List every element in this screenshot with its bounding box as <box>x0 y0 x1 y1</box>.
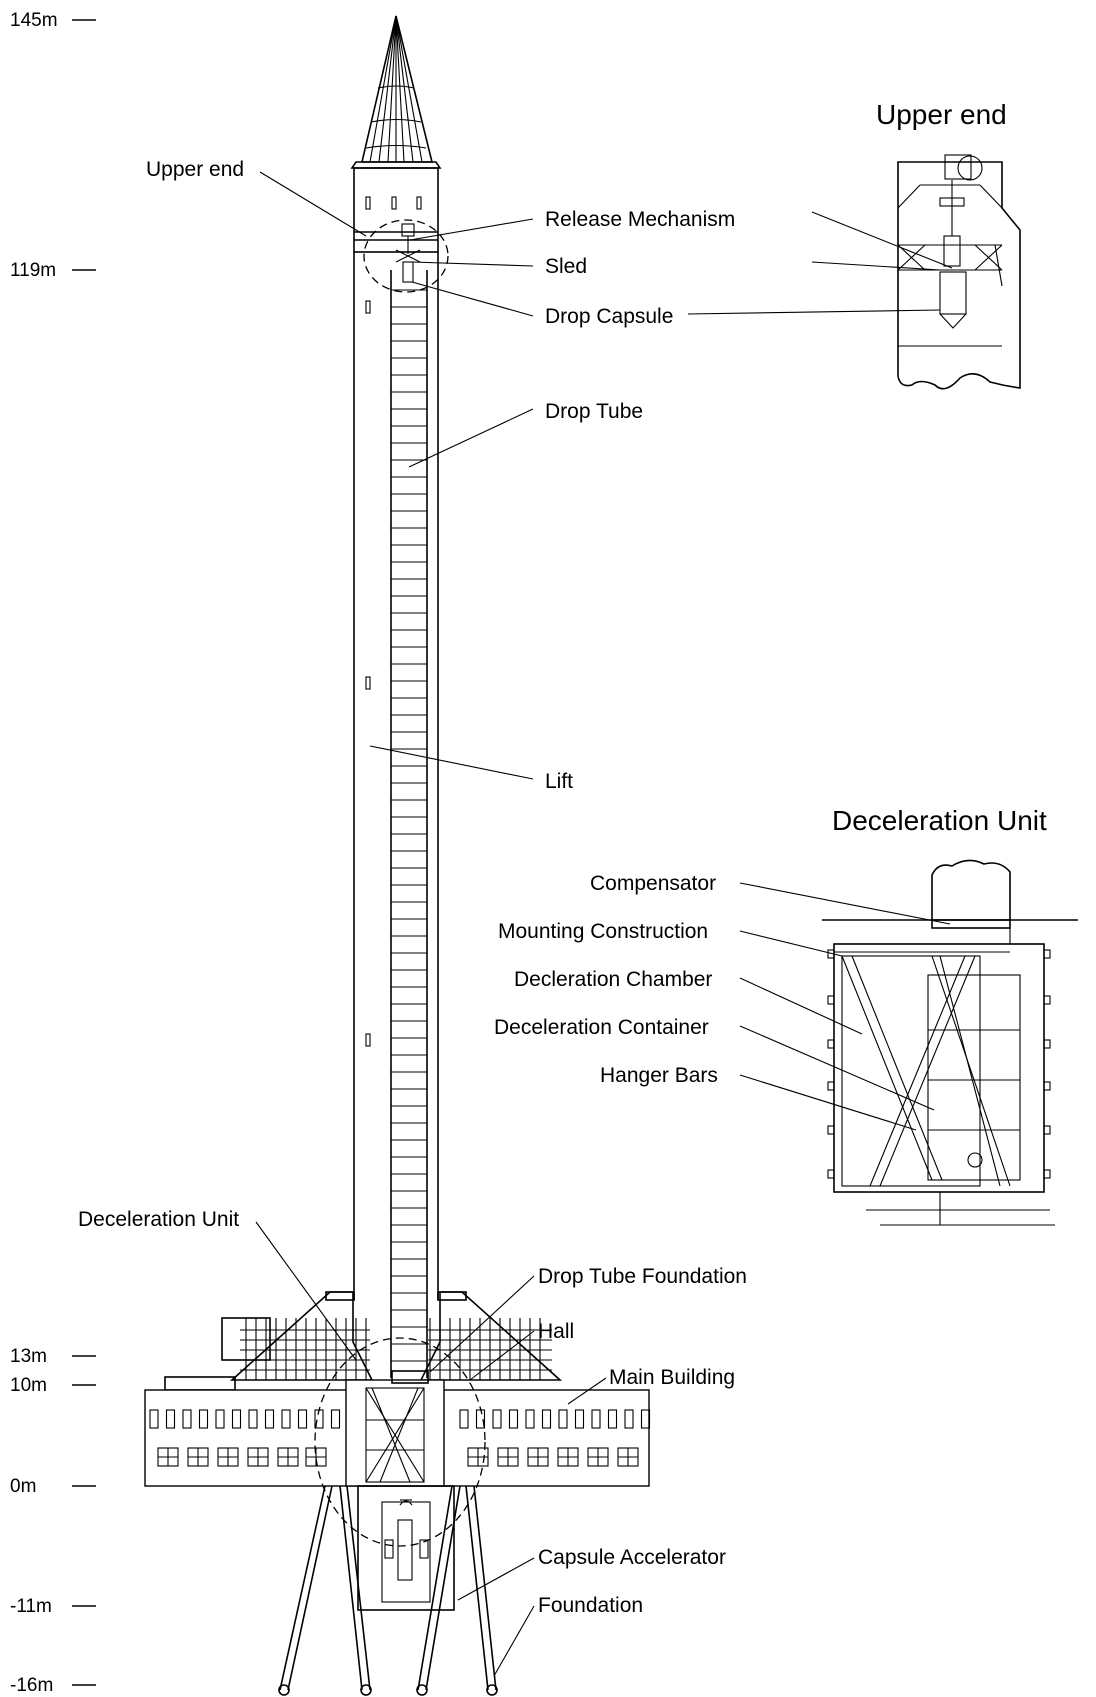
drop-tube-foundation-block <box>391 1370 429 1384</box>
label-capsule-accelerator: Capsule Accelerator <box>538 1546 726 1569</box>
label-upper-end: Upper end <box>146 158 244 181</box>
upper-window <box>215 1409 225 1429</box>
deceleration-inset-tube <box>931 859 1011 920</box>
upper-end-inset: Upper end <box>687 99 1021 390</box>
label-mounting-construction: Mounting Construction <box>498 920 708 943</box>
deceleration-unit-inset: Deceleration Unit Com <box>494 805 1078 1226</box>
main-building-upper-windows <box>149 1409 651 1429</box>
upper-window <box>231 1409 242 1429</box>
height-label-minus-11m: -11m <box>10 1596 52 1617</box>
tower-base-left <box>325 1291 355 1301</box>
main-building-lower-windows <box>157 1447 639 1467</box>
deceleration-unit-circle <box>314 1337 486 1547</box>
annex <box>164 1376 236 1391</box>
label-lift: Lift <box>545 770 573 793</box>
label-drop-tube-foundation: Drop Tube Foundation <box>538 1265 747 1288</box>
tower-cap <box>350 161 442 169</box>
chamber-lug <box>827 1081 835 1091</box>
tower-head <box>353 167 439 253</box>
accelerator-pit <box>357 1485 455 1611</box>
label-foundation: Foundation <box>538 1594 643 1617</box>
building <box>144 1291 651 1547</box>
hall-roof-hatching <box>240 1318 552 1380</box>
chamber-lug <box>1043 1081 1051 1091</box>
compensator-block <box>931 919 1011 929</box>
label-sled: Sled <box>545 255 587 278</box>
upper-window <box>640 1409 651 1429</box>
upper-window <box>508 1409 519 1429</box>
upper-window <box>297 1409 308 1429</box>
foundation-legs <box>279 1485 497 1691</box>
height-label-0m: 0m <box>10 1476 36 1497</box>
chamber-lug <box>1043 949 1051 959</box>
height-label-minus-16m: -16m <box>10 1675 53 1696</box>
upper-window <box>624 1409 634 1429</box>
decleration-chamber-large <box>833 943 1045 1193</box>
deceleration-inset-labels: Compensator Mounting Construction Decler… <box>494 872 951 1131</box>
chamber-lug <box>827 995 835 1005</box>
upper-end-inset-title: Upper end <box>876 99 1007 130</box>
drop-tube <box>390 270 428 1378</box>
upper-window <box>198 1409 209 1429</box>
label-compensator: Compensator <box>590 872 716 895</box>
label-hall: Hall <box>538 1320 574 1343</box>
label-main-building: Main Building <box>609 1366 735 1389</box>
upper-window <box>330 1409 341 1429</box>
deceleration-unit-inset-title: Deceleration Unit <box>832 805 1047 836</box>
chamber-lug <box>827 1125 835 1135</box>
upper-window <box>574 1409 585 1429</box>
upper-window <box>525 1409 535 1429</box>
height-label-119m: 119m <box>10 260 56 281</box>
hall-block <box>221 1317 271 1361</box>
upper-window <box>541 1409 552 1429</box>
main-labels: Upper end Release Mechanism Sled Drop Ca… <box>78 158 747 1677</box>
upper-window <box>182 1409 192 1429</box>
upper-window <box>558 1409 568 1429</box>
tower-base-right <box>437 1291 467 1301</box>
chamber-lug <box>827 1169 835 1179</box>
chamber-lug <box>1043 1125 1051 1135</box>
chamber-lug <box>1043 995 1051 1005</box>
upper-window <box>492 1409 502 1429</box>
label-release-mechanism: Release Mechanism <box>545 208 735 231</box>
capsule-accelerator <box>381 1499 431 1603</box>
underground <box>278 1485 498 1696</box>
deceleration-inset-lugs <box>827 949 1051 1179</box>
chamber-lug <box>1043 1039 1051 1049</box>
height-scale: 145m 119m 13m 10m 0m -11m -16m <box>10 10 96 1696</box>
drop-tube-rungs <box>391 289 427 1362</box>
upper-window <box>591 1409 601 1429</box>
upper-end-internals <box>687 154 1003 347</box>
upper-window <box>248 1409 258 1429</box>
height-label-10m: 10m <box>10 1375 47 1396</box>
upper-window <box>281 1409 291 1429</box>
chamber-lug <box>827 1039 835 1049</box>
height-label-13m: 13m <box>10 1346 47 1367</box>
upper-end-housing <box>897 161 1021 390</box>
label-hanger-bars: Hanger Bars <box>600 1064 718 1087</box>
upper-window <box>459 1409 469 1429</box>
deceleration-chamber-small <box>345 1379 445 1487</box>
deceleration-inset-internals <box>834 928 1055 1226</box>
upper-window <box>264 1409 275 1429</box>
chamber-lug <box>1043 1169 1051 1179</box>
spire-ribs <box>365 15 427 163</box>
tower-head-windows <box>365 196 422 1047</box>
upper-window <box>165 1409 176 1429</box>
upper-window <box>607 1409 618 1429</box>
upper-window <box>149 1409 159 1429</box>
tower <box>350 15 449 1378</box>
hall-roof-left <box>229 1291 374 1381</box>
label-drop-tube: Drop Tube <box>545 400 643 423</box>
label-deceleration-container: Deceleration Container <box>494 1016 709 1039</box>
label-decleration-chamber: Decleration Chamber <box>514 968 712 991</box>
foundation-feet <box>278 1684 498 1696</box>
label-deceleration-unit: Deceleration Unit <box>78 1208 239 1231</box>
height-label-145m: 145m <box>10 10 58 31</box>
release-mechanism-detail <box>395 223 421 283</box>
deceleration-container-small <box>365 1387 425 1483</box>
upper-end-circle <box>363 219 449 293</box>
label-drop-capsule: Drop Capsule <box>545 305 673 328</box>
